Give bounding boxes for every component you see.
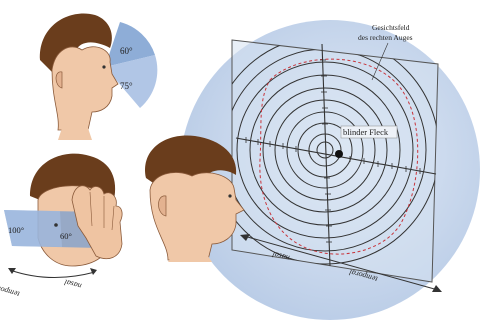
bottom-left-head-illustration: 100° 60° temporal nasal	[0, 154, 122, 299]
head	[52, 47, 118, 130]
main-neck	[168, 256, 212, 262]
field-label-line2: des rechten Auges	[358, 33, 413, 42]
angle-upper-label: 60°	[120, 46, 133, 56]
bottom-arrow-head-right	[90, 268, 97, 275]
neck	[58, 128, 92, 140]
field-label-line1: Gesichtsfeld	[372, 23, 410, 32]
top-left-head-illustration: 60° 75°	[40, 13, 157, 140]
bottom-arrow-head-left	[8, 268, 16, 274]
angle-right-label: 60°	[60, 231, 72, 241]
bottom-arrow	[10, 270, 95, 278]
eye	[102, 65, 105, 68]
label-temporal-small: temporal	[0, 282, 21, 298]
angle-left-label: 100°	[8, 225, 24, 235]
uncovered-eye	[54, 223, 58, 227]
blind-spot-marker	[335, 150, 343, 158]
main-eye	[228, 194, 231, 197]
blind-spot-label: blinder Fleck	[343, 127, 389, 137]
label-nasal-small: nasal	[63, 277, 83, 290]
angle-lower-label: 75°	[120, 81, 133, 91]
